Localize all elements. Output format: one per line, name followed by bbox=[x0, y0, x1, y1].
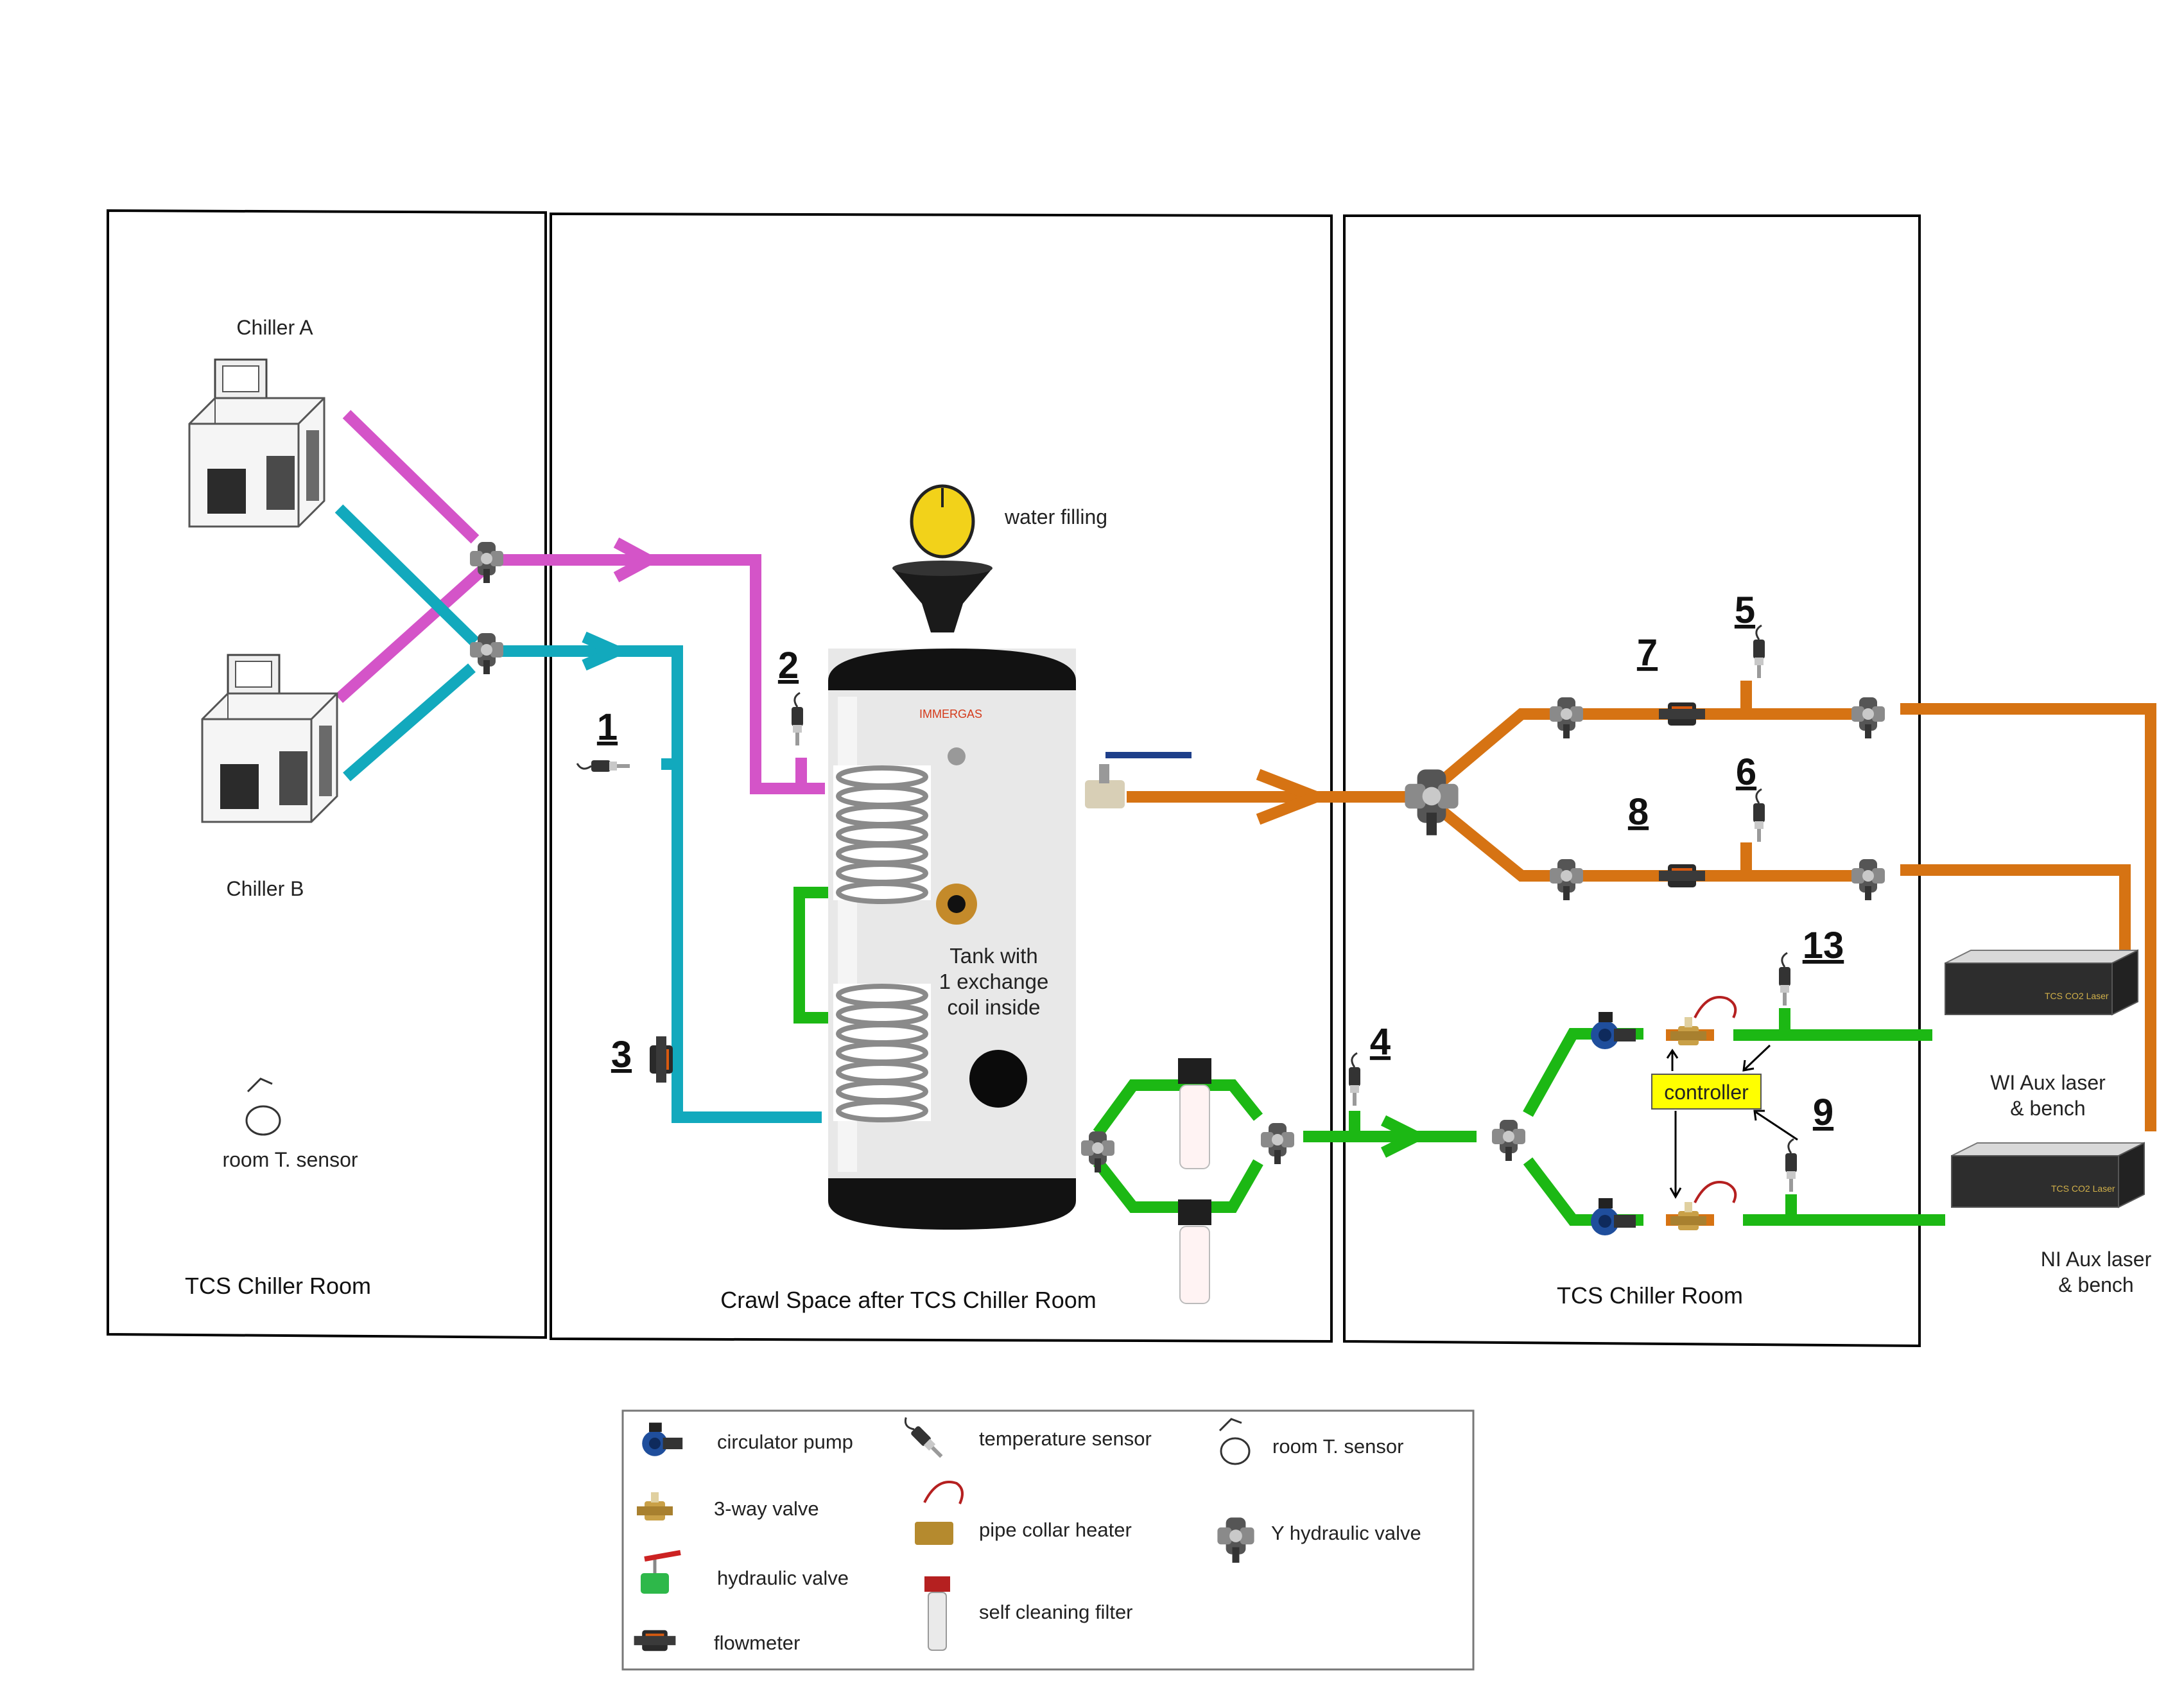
legend-item-label: pipe collar heater bbox=[979, 1519, 1132, 1541]
chiller-a bbox=[188, 358, 325, 528]
self-cleaning-filter-icon bbox=[924, 1576, 950, 1651]
flowmeter-icon bbox=[650, 1036, 673, 1083]
legend-item-label: hydraulic valve bbox=[717, 1567, 849, 1589]
self-cleaning-filter-icon bbox=[1178, 1058, 1211, 1304]
temperature-sensor-icon bbox=[790, 692, 804, 747]
sensor-number-6: 6 bbox=[1736, 751, 1756, 793]
temperature-sensor-icon bbox=[1778, 952, 1792, 1007]
water-filling-funnel bbox=[892, 484, 992, 632]
temperature-sensor-icon bbox=[1752, 624, 1766, 679]
room-frames bbox=[107, 209, 1921, 1348]
controller-label: controller bbox=[1664, 1081, 1749, 1104]
y-valve-icon bbox=[1261, 1123, 1294, 1164]
legend-item-label: Y hydraulic valve bbox=[1271, 1522, 1421, 1544]
wi-aux-laser bbox=[1945, 950, 2138, 1015]
heat-exchange-coil bbox=[833, 765, 931, 1122]
y-valve-icon bbox=[1081, 1131, 1114, 1172]
tank-label-line3: coil inside bbox=[948, 995, 1041, 1019]
room-label-right: TCS Chiller Room bbox=[1557, 1282, 1743, 1309]
room-frame-chillers bbox=[107, 209, 547, 1339]
legend-item-label: 3-way valve bbox=[714, 1497, 819, 1520]
room-sensor-icon bbox=[1218, 1418, 1251, 1465]
tank-label-line2: 1 exchange bbox=[939, 970, 1049, 993]
y-valve-icon bbox=[1550, 859, 1583, 900]
chiller-b bbox=[201, 654, 338, 823]
temperature-sensor-icon bbox=[576, 759, 631, 773]
circulator-pump-icon bbox=[1591, 1012, 1636, 1049]
three-way-valve-icon bbox=[1670, 1017, 1706, 1045]
wi-laser-tag: TCS CO2 Laser bbox=[2045, 991, 2109, 1001]
chiller-b-label: Chiller B bbox=[227, 877, 304, 900]
y-valve-icon bbox=[1550, 697, 1583, 738]
tank-label-line1: Tank with bbox=[949, 944, 1038, 968]
temperature-sensor-icon bbox=[1348, 1052, 1362, 1107]
y-valve-icon bbox=[1492, 1120, 1525, 1161]
sensor-number-2: 2 bbox=[778, 645, 799, 686]
y-valve-icon bbox=[1851, 859, 1885, 900]
sensor-numbers: 1 2 3 4 5 6 7 8 9 13 bbox=[597, 589, 1844, 1133]
water-filling-label: water filling bbox=[1004, 505, 1107, 528]
sensor-number-1: 1 bbox=[597, 706, 618, 748]
tank-brand: IMMERGAS bbox=[919, 708, 982, 720]
hydraulic-valve-icon bbox=[1085, 752, 1192, 808]
room-sensor-label: room T. sensor bbox=[222, 1148, 358, 1171]
circulator-pump-icon bbox=[1591, 1198, 1636, 1235]
sensor-number-9: 9 bbox=[1813, 1092, 1833, 1133]
room-sensor-icon bbox=[245, 1077, 281, 1136]
wi-laser-label-line2: & bench bbox=[2010, 1097, 2085, 1120]
legend-item-label: temperature sensor bbox=[979, 1427, 1152, 1450]
temperature-sensor-icon bbox=[1784, 1138, 1798, 1193]
three-way-valve-icon bbox=[1670, 1202, 1706, 1230]
legend-item-label: room T. sensor bbox=[1272, 1435, 1403, 1458]
legend-item-label: self cleaning filter bbox=[979, 1601, 1133, 1623]
legend: circulator pump 3-way valve hydraulic va… bbox=[621, 1409, 1475, 1671]
controller-box bbox=[1651, 1074, 1762, 1110]
hydraulic-valve-icon bbox=[641, 1550, 681, 1594]
temperature-sensor-icon bbox=[1752, 788, 1766, 843]
sensor-number-7: 7 bbox=[1637, 632, 1658, 674]
y-valve-icon bbox=[1851, 697, 1885, 738]
pipe-collar-heater-icon bbox=[1694, 996, 1737, 1203]
ni-laser-label-line1: NI Aux laser bbox=[2041, 1248, 2152, 1271]
chiller-a-label: Chiller A bbox=[236, 316, 313, 339]
legend-frame bbox=[621, 1409, 1475, 1671]
flowmeter-icon bbox=[1659, 864, 1705, 887]
sensor-number-5: 5 bbox=[1735, 589, 1755, 631]
ni-laser-label-line2: & bench bbox=[2058, 1273, 2133, 1296]
legend-item-label: flowmeter bbox=[714, 1632, 800, 1654]
pipe-collar-heater-icon bbox=[915, 1481, 964, 1545]
sensor-number-4: 4 bbox=[1370, 1021, 1391, 1063]
controller-arrows bbox=[1666, 1044, 1798, 1199]
room-frame-tcs-room bbox=[1343, 214, 1921, 1348]
wi-laser-label-line1: WI Aux laser bbox=[1990, 1071, 2106, 1094]
ni-laser-tag: TCS CO2 Laser bbox=[2051, 1183, 2115, 1194]
ni-aux-laser bbox=[1951, 1142, 2145, 1208]
sensor-number-8: 8 bbox=[1628, 791, 1649, 833]
storage-tank bbox=[828, 649, 1076, 1230]
legend-item-label: circulator pump bbox=[717, 1431, 853, 1453]
room-label-middle: Crawl Space after TCS Chiller Room bbox=[720, 1287, 1096, 1313]
sensor-number-3: 3 bbox=[611, 1034, 632, 1076]
pipes-cyan bbox=[334, 504, 822, 1123]
room-frame-crawl-space bbox=[550, 212, 1333, 1343]
pipes-magenta bbox=[334, 410, 825, 794]
sensor-number-13: 13 bbox=[1803, 925, 1844, 966]
room-label-left: TCS Chiller Room bbox=[185, 1273, 371, 1299]
flowmeter-icon bbox=[1659, 702, 1705, 726]
